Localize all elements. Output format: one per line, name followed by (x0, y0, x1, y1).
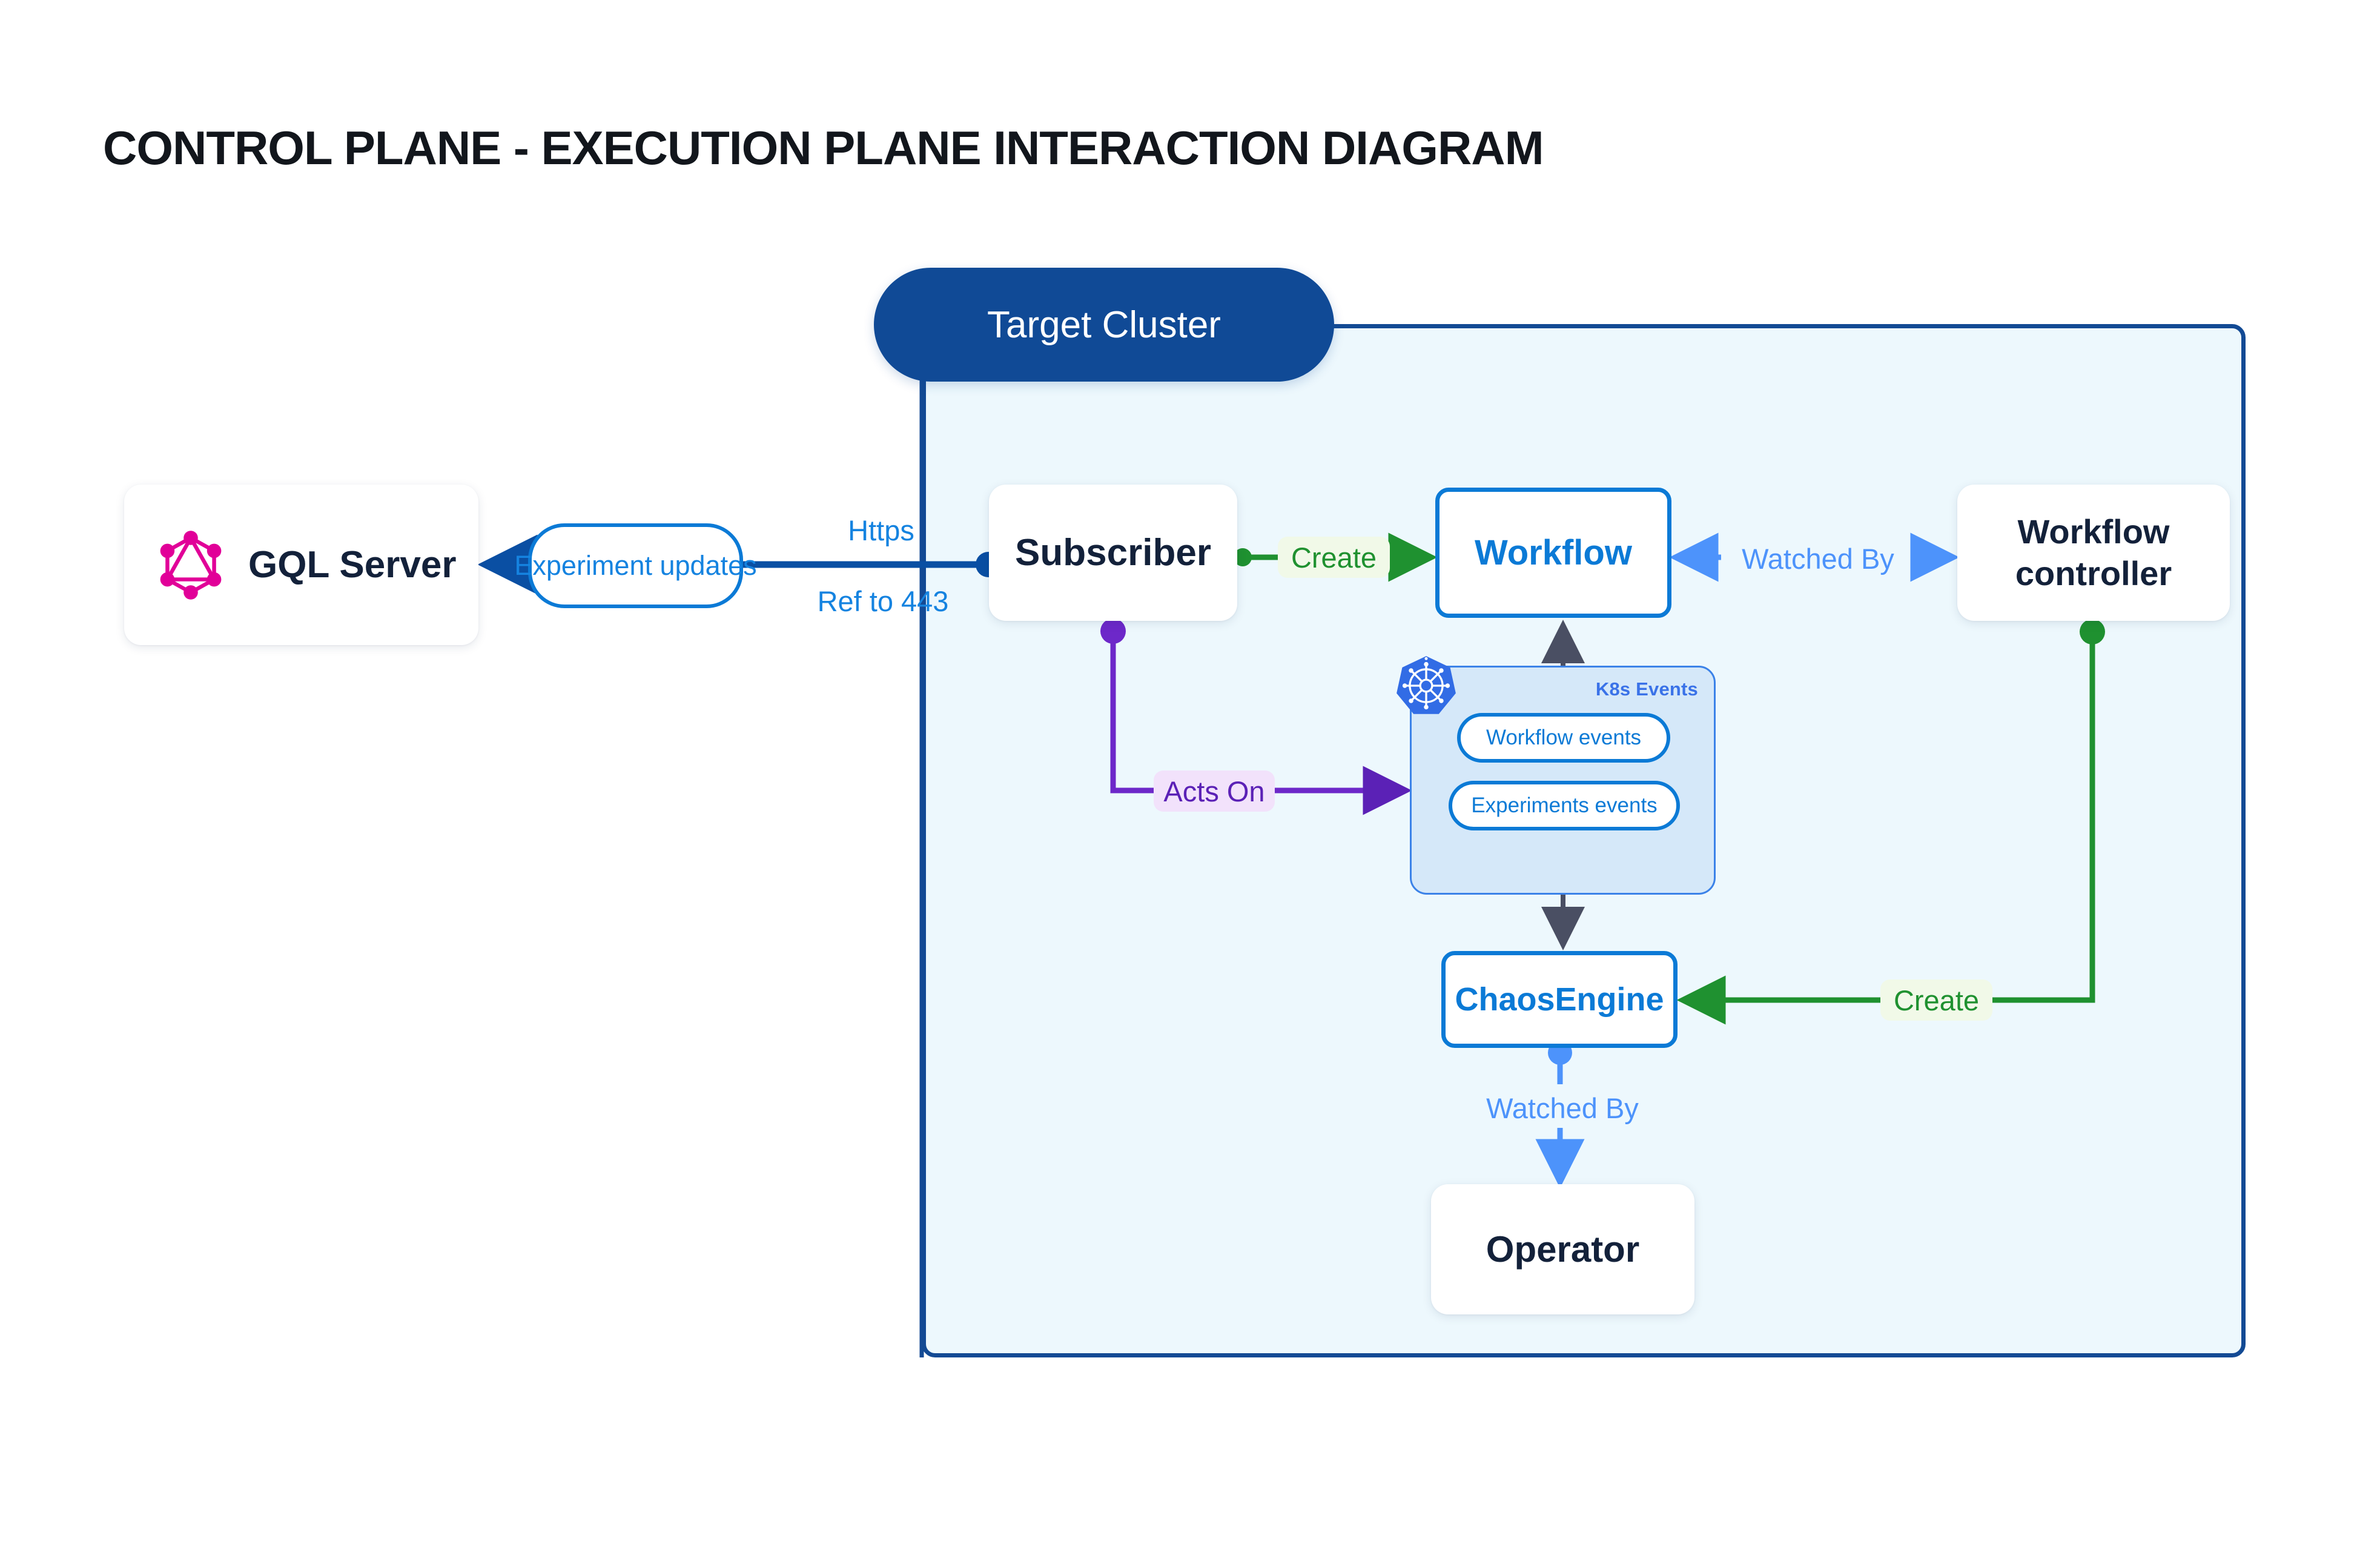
k8s-events-panel-label: K8s Events (1595, 678, 1698, 700)
node-subscriber-label: Subscriber (1015, 532, 1211, 574)
k8s-event-workflow-events-label: Workflow events (1486, 726, 1642, 749)
k8s-events-panel: K8s Events (1410, 666, 1716, 895)
target-cluster-title: Target Cluster (874, 268, 1334, 382)
kubernetes-icon (1397, 656, 1456, 714)
node-workflow-label: Workflow (1475, 533, 1632, 572)
edge-label-watched-by-operator: Watched By (1486, 1092, 1639, 1124)
k8s-event-experiments-events[interactable]: Experiments events (1449, 781, 1680, 830)
edge-label-experiment-updates-text: Experiment updates (514, 549, 757, 581)
node-operator[interactable]: Operator (1431, 1184, 1694, 1314)
node-subscriber[interactable]: Subscriber (989, 485, 1237, 621)
edge-label-ref-to-443: Ref to 443 (817, 585, 949, 617)
node-workflow[interactable]: Workflow (1435, 488, 1671, 618)
edge-label-https: Https (848, 514, 914, 546)
edge-label-create-workflow: Create (1278, 537, 1390, 578)
node-chaos-engine[interactable]: ChaosEngine (1441, 951, 1678, 1048)
edge-label-experiment-updates: Experiment updates (514, 523, 757, 608)
node-gql-server[interactable]: GQL Server (124, 485, 478, 645)
node-workflow-controller[interactable]: Workflow controller (1957, 485, 2230, 621)
node-operator-label: Operator (1486, 1229, 1640, 1270)
node-workflow-controller-label: Workflow controller (2015, 512, 2172, 592)
edge-label-create-chaosengine: Create (1880, 979, 1992, 1021)
graphql-icon (160, 530, 222, 600)
page-title: CONTROL PLANE - EXECUTION PLANE INTERACT… (103, 121, 1544, 174)
node-gql-server-label: GQL Server (248, 544, 457, 586)
k8s-event-experiments-events-label: Experiments events (1471, 794, 1658, 817)
node-chaos-engine-label: ChaosEngine (1455, 981, 1664, 1018)
edge-label-acts-on: Acts On (1154, 770, 1275, 812)
k8s-event-workflow-events[interactable]: Workflow events (1457, 713, 1670, 763)
edge-label-watched-by-workflow-controller: Watched By (1742, 542, 1894, 575)
